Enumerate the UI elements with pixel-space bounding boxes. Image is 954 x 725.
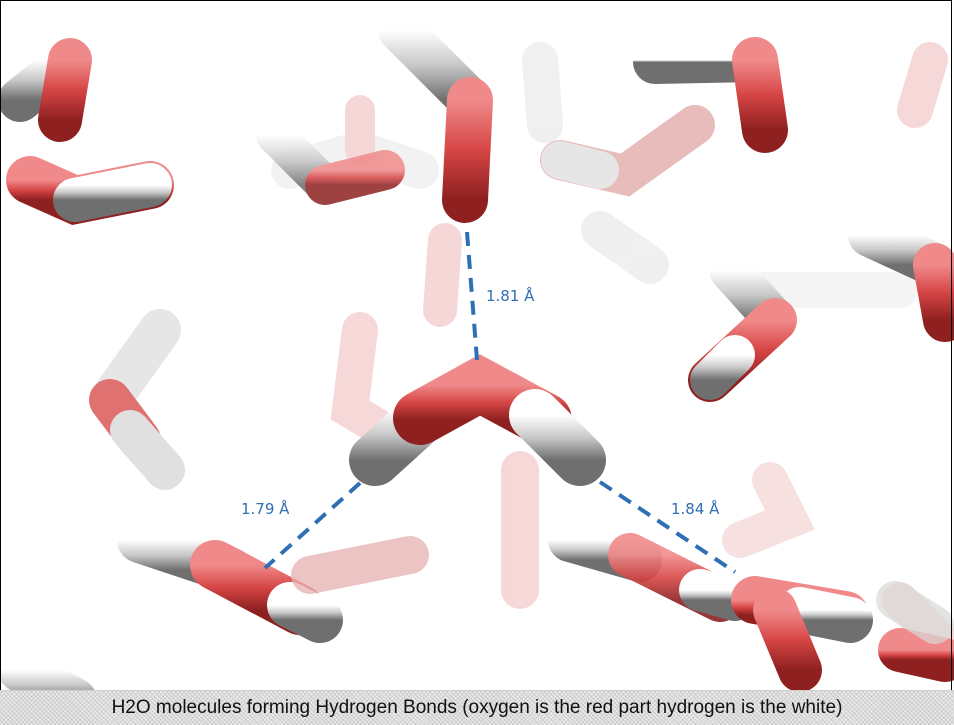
water-molecule-lower-right <box>548 518 873 692</box>
water-molecule-top-right <box>633 37 788 156</box>
bond-length-label-top: 1.81 Å <box>486 286 535 305</box>
water-molecule-right-edge <box>848 213 954 342</box>
water-molecule-center <box>349 354 606 486</box>
water-molecule-bottom-right <box>876 581 954 682</box>
water-molecule-right-middle <box>688 249 797 402</box>
water-molecule-upper-middle <box>256 116 414 205</box>
hydrogen-bond-top <box>465 231 479 361</box>
hydrogen-bonds <box>263 231 737 574</box>
bond-length-label-right: 1.84 Å <box>671 499 720 518</box>
water-molecule-top-center <box>378 8 493 227</box>
water-molecule-upper-left <box>0 38 174 226</box>
bond-length-label-left: 1.79 Å <box>241 499 290 518</box>
water-molecule-left-middle <box>89 309 185 490</box>
water-molecule-faded-right <box>540 105 715 197</box>
hydrogen-bond-right <box>598 480 737 574</box>
water-molecule-lower-left <box>117 517 429 643</box>
image-caption: H2O molecules forming Hydrogen Bonds (ox… <box>0 690 954 725</box>
